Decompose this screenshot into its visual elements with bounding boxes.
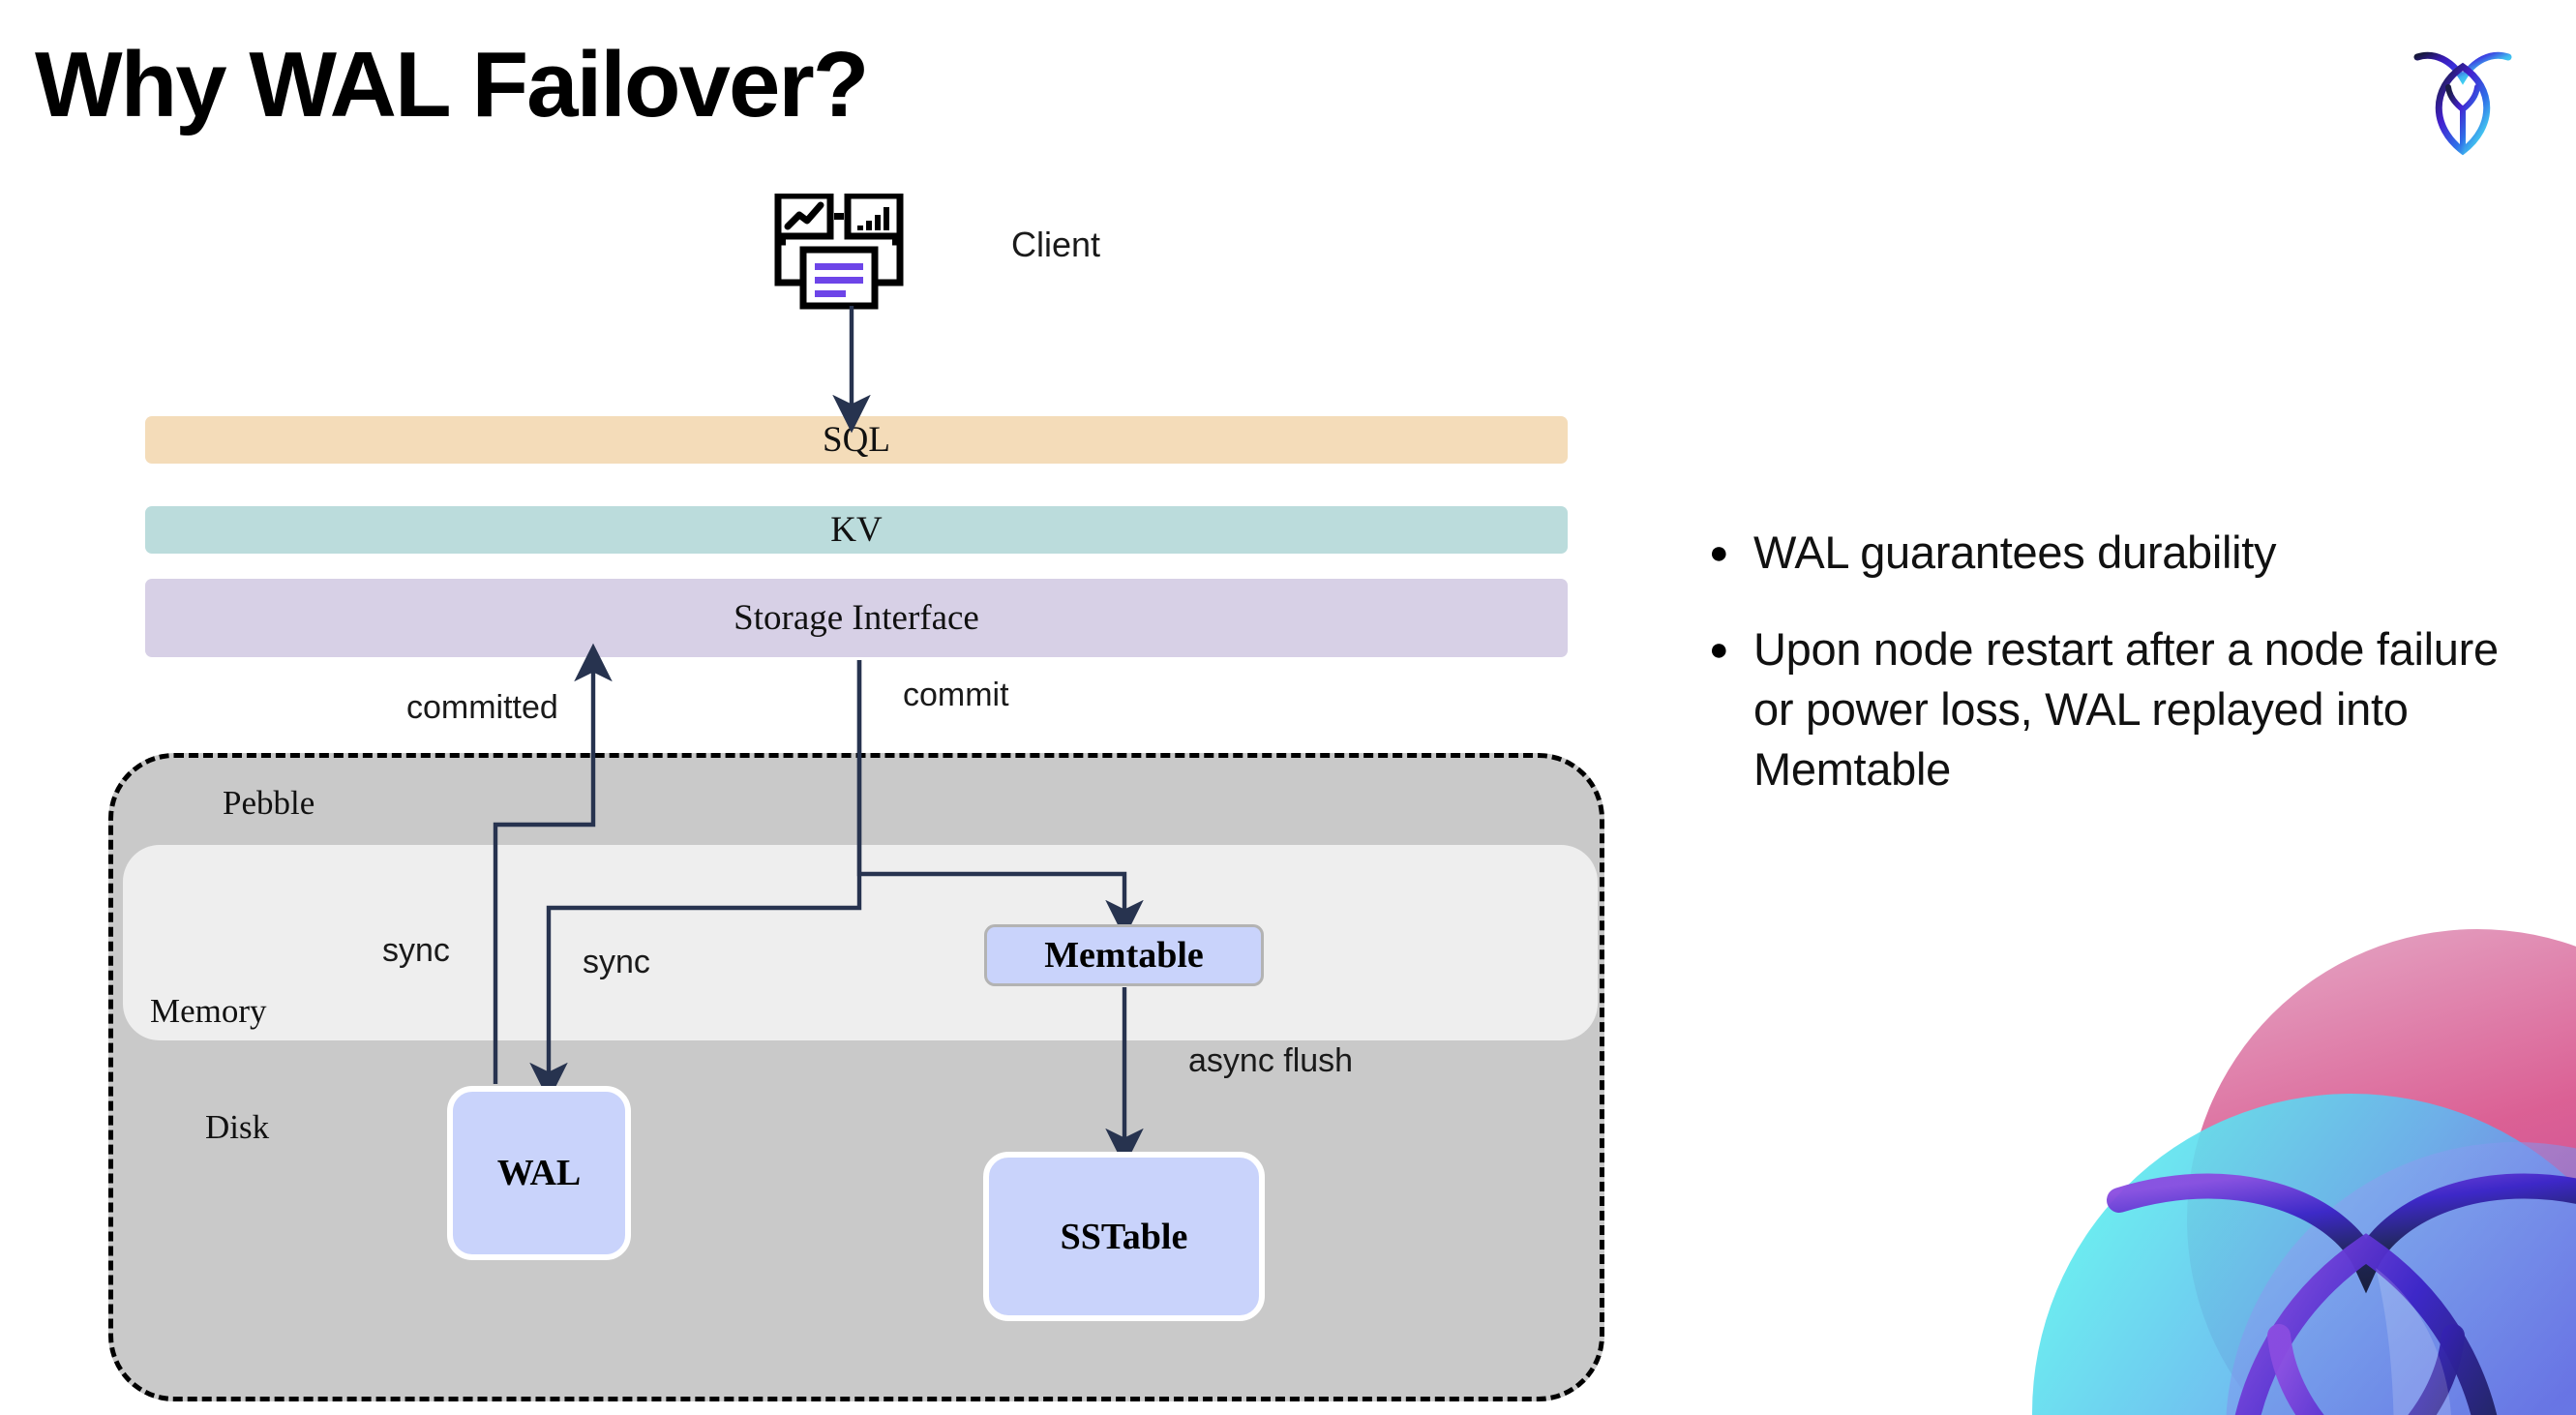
memory-label: Memory — [150, 992, 267, 1030]
disk-label: Disk — [205, 1108, 270, 1146]
edge-label-committed: committed — [406, 689, 558, 726]
architecture-diagram: Client SQL KV Storage Interface Pebble M… — [108, 192, 1604, 1401]
layer-bar-storage-label: Storage Interface — [734, 598, 979, 638]
memory-zone — [123, 845, 1598, 1040]
layer-bar-kv: KV — [145, 506, 1568, 554]
layer-bar-storage-interface: Storage Interface — [145, 579, 1568, 657]
sstable-box: SSTable — [983, 1152, 1265, 1321]
layer-bar-sql: SQL — [145, 416, 1568, 464]
wal-label: WAL — [496, 1153, 582, 1193]
decorative-logo-art — [1974, 929, 2576, 1415]
list-item: ● Upon node restart after a node failure… — [1693, 619, 2526, 799]
layer-bar-kv-label: KV — [830, 510, 883, 550]
edge-label-async-flush: async flush — [1188, 1042, 1354, 1079]
cockroachdb-logo — [2410, 35, 2516, 159]
page-title: Why WAL Failover? — [35, 33, 869, 136]
client-dashboard-icon — [774, 192, 929, 315]
bullet-list: ● WAL guarantees durability ● Upon node … — [1693, 523, 2526, 836]
list-item: ● WAL guarantees durability — [1693, 523, 2526, 583]
wal-box: WAL — [447, 1086, 631, 1260]
edge-label-sync-left: sync — [382, 932, 450, 969]
bullet-marker-icon: ● — [1709, 534, 1729, 571]
bullet-text: Upon node restart after a node failure o… — [1753, 623, 2499, 795]
pebble-label: Pebble — [223, 784, 315, 822]
edge-label-sync-right: sync — [583, 944, 650, 980]
memtable-box: Memtable — [984, 924, 1264, 986]
client-label: Client — [1011, 225, 1101, 264]
bullet-text: WAL guarantees durability — [1753, 527, 2277, 578]
bullet-marker-icon: ● — [1709, 631, 1729, 668]
pebble-container — [108, 753, 1604, 1401]
memtable-label: Memtable — [1044, 935, 1204, 976]
edge-label-commit: commit — [903, 677, 1009, 713]
sstable-label: SSTable — [1060, 1216, 1188, 1257]
layer-bar-sql-label: SQL — [823, 420, 890, 460]
